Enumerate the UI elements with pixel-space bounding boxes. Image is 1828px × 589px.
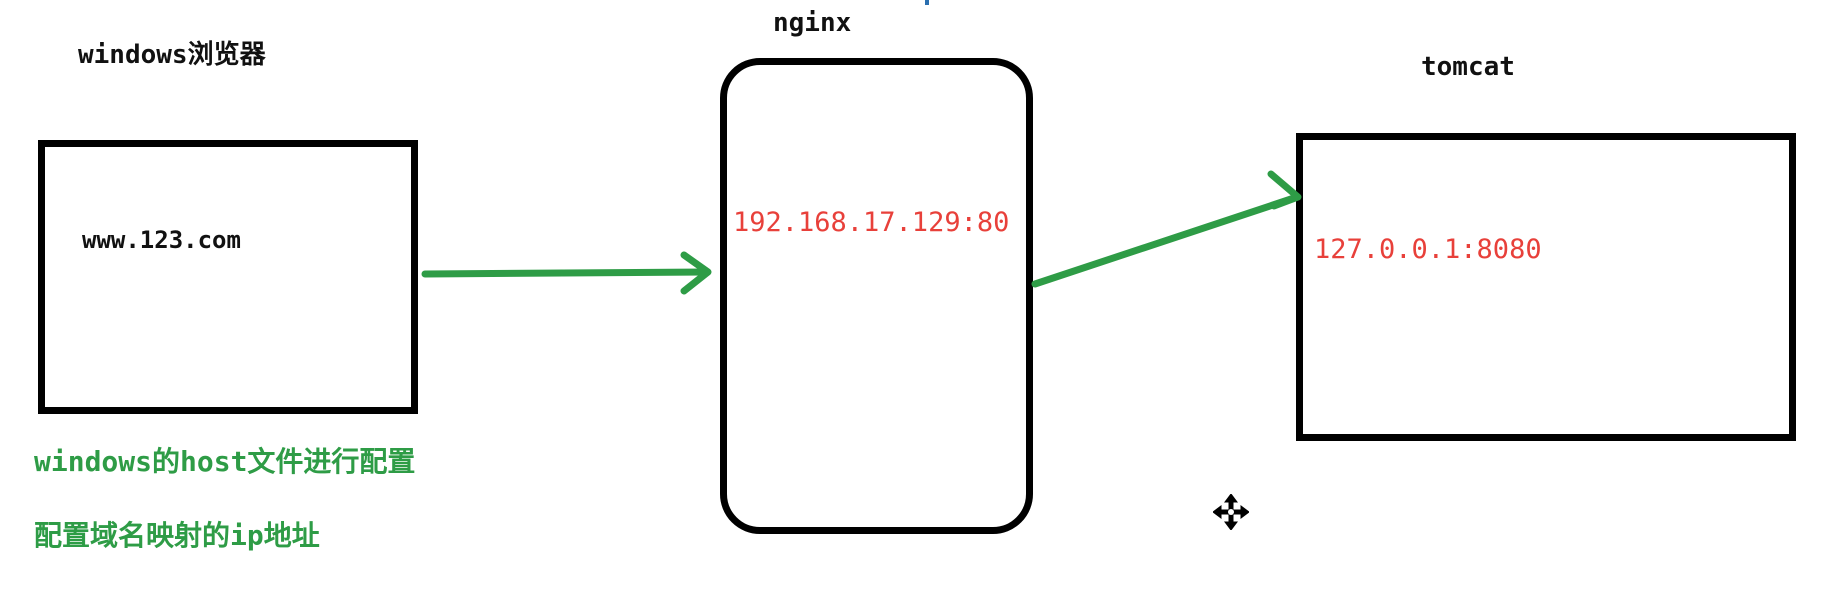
move-cursor-icon — [1213, 494, 1249, 530]
arrow-browser-to-nginx — [421, 268, 710, 278]
tomcat-box — [1296, 133, 1796, 441]
arrowhead-browser-to-nginx — [680, 251, 712, 295]
tomcat-address: 127.0.0.1:8080 — [1314, 234, 1542, 265]
top-blue-mark — [925, 0, 929, 5]
note-domain-mapping: 配置域名映射的ip地址 — [34, 519, 320, 552]
tomcat-title: tomcat — [1421, 52, 1515, 82]
browser-box — [38, 140, 418, 414]
nginx-title: nginx — [773, 8, 852, 38]
nginx-address: 192.168.17.129:80 — [733, 207, 1010, 238]
nginx-box — [720, 58, 1033, 534]
arrow-nginx-to-tomcat — [1031, 193, 1301, 288]
note-host-config: windows的host文件进行配置 — [34, 445, 416, 478]
browser-url: www.123.com — [82, 226, 241, 254]
arrowhead-nginx-to-tomcat — [1267, 170, 1302, 210]
browser-title: windows浏览器 — [78, 40, 266, 70]
